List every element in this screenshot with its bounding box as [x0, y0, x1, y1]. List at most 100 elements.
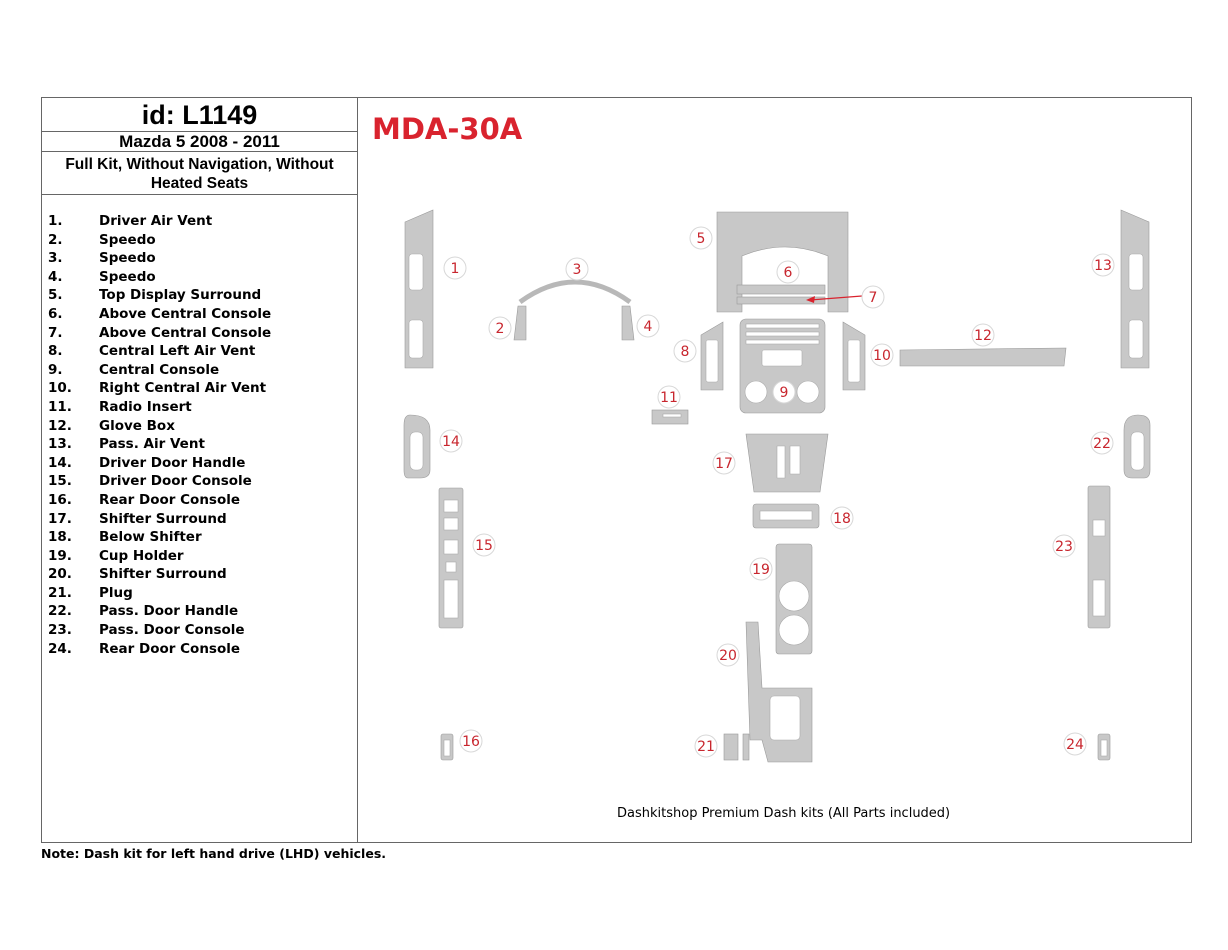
- part-15-switch-opening: [443, 579, 459, 619]
- part-number: 7.: [48, 324, 63, 341]
- parts-list-item: 1. Driver Air Vent: [48, 212, 271, 231]
- part-label-badge: [488, 316, 512, 340]
- parts-list-item: 6. Above Central Console: [48, 305, 271, 324]
- part-11-slot: [662, 413, 682, 418]
- part-label-badge: [772, 380, 796, 404]
- part-label: 6: [784, 265, 793, 281]
- part-label-badge: [439, 429, 463, 453]
- part-number: 22.: [48, 603, 72, 620]
- part-9-display-opening: [761, 349, 803, 367]
- parts-list-item: 22. Pass. Door Handle: [48, 602, 271, 621]
- part-number: 10.: [48, 380, 72, 397]
- parts-list-item: 21.Plug: [48, 584, 271, 603]
- part-name: Pass. Door Handle: [99, 603, 239, 620]
- part-2-speedo: [513, 305, 527, 341]
- parts-list-item: 19.Cup Holder: [48, 547, 271, 566]
- part-label: 1: [451, 261, 460, 277]
- part-22-handle-opening: [1130, 431, 1145, 471]
- parts-list-item: 9. Central Console: [48, 361, 271, 380]
- parts-list-item: 12. Glove Box: [48, 417, 271, 436]
- part-4-speedo: [621, 305, 635, 341]
- footer-caption: Dashkitshop Premium Dash kits (All Parts…: [617, 806, 951, 821]
- part-name: Top Display Surround: [99, 287, 262, 304]
- parts-list-item: 14. Driver Door Handle: [48, 454, 271, 473]
- part-name: Speedo: [99, 268, 156, 285]
- part-name: Pass. Door Console: [99, 622, 245, 639]
- part-name: Glove Box: [99, 417, 175, 434]
- part-number: 20.: [48, 566, 72, 583]
- part-name: Central Left Air Vent: [99, 343, 256, 360]
- part-label-badge: [830, 506, 854, 530]
- part-number: 14.: [48, 454, 72, 471]
- part-13-vent-opening: [1128, 319, 1144, 359]
- part-name: Driver Door Handle: [99, 454, 246, 471]
- part-label-badge: [694, 734, 718, 758]
- parts-list-item: 20.Shifter Surround: [48, 565, 271, 584]
- part-6-above-central-console: [736, 284, 826, 295]
- parts-list-item: 3.Speedo: [48, 249, 271, 268]
- part-label-badge: [636, 314, 660, 338]
- part-label-badge: [689, 226, 713, 250]
- part-20-opening: [769, 695, 801, 741]
- part-number: 6.: [48, 305, 63, 322]
- part-number: 19.: [48, 547, 72, 564]
- part-label-badge: [971, 323, 995, 347]
- part-label-badge: [657, 385, 681, 409]
- part-label: 5: [697, 231, 706, 247]
- parts-list-item: 13. Pass. Air Vent: [48, 435, 271, 454]
- part-15-switch-opening: [443, 499, 459, 513]
- part-label-badge: [565, 257, 589, 281]
- part-9-knob-left: [744, 380, 768, 404]
- part-7-pointer-arrow: [809, 295, 863, 301]
- part-21-plug: [723, 733, 739, 761]
- part-name: Rear Door Console: [99, 491, 241, 508]
- part-label: 20: [719, 648, 737, 664]
- part-number: 18.: [48, 529, 72, 546]
- part-8-vent-opening: [705, 339, 719, 383]
- part-name: Above Central Console: [99, 305, 272, 322]
- part-label: 2: [496, 321, 505, 337]
- part-name: Speedo: [99, 250, 156, 267]
- part-9-slot: [745, 339, 820, 345]
- kit-id: id: L1149: [42, 98, 357, 132]
- parts-list-item: 17.Shifter Surround: [48, 510, 271, 529]
- parts-list-item: 8.Central Left Air Vent: [48, 342, 271, 361]
- part-name: Driver Door Console: [99, 473, 252, 490]
- part-label: 21: [697, 739, 715, 755]
- part-label: 15: [475, 538, 493, 554]
- parts-list-item: 4.Speedo: [48, 268, 271, 287]
- part-number: 13.: [48, 436, 72, 453]
- part-label: 14: [442, 434, 460, 450]
- part-name: Rear Door Console: [99, 640, 241, 657]
- part-14-handle-opening: [409, 431, 424, 471]
- part-label-badge: [716, 643, 740, 667]
- part-shapes: [403, 209, 1151, 763]
- part-3-speedo: [518, 279, 632, 305]
- part-label: 4: [644, 319, 653, 335]
- part-name: Pass. Air Vent: [99, 436, 205, 453]
- part-name: Central Console: [99, 361, 220, 378]
- part-name: Driver Air Vent: [99, 213, 213, 229]
- part-number: 12.: [48, 417, 72, 434]
- part-7-above-central-console: [736, 296, 826, 305]
- part-1-vent-opening: [408, 319, 424, 359]
- part-15-switch-opening: [443, 517, 459, 531]
- parts-list-item: 23.Pass. Door Console: [48, 621, 271, 640]
- part-12-glove-box: [899, 347, 1067, 367]
- kit-sheet-frame: id: L1149 Mazda 5 2008 - 2011 Full Kit, …: [41, 97, 1192, 843]
- vehicle-model: Mazda 5 2008 - 2011: [42, 132, 357, 152]
- parts-list-item: 5.Top Display Surround: [48, 286, 271, 305]
- part-label: 16: [462, 734, 480, 750]
- part-number: 1.: [48, 213, 63, 229]
- part-15-switch-opening: [443, 539, 459, 555]
- part-label-badge: [1052, 534, 1076, 558]
- part-9-slot: [745, 323, 820, 329]
- part-label: 12: [974, 328, 992, 344]
- part-label: 17: [715, 456, 733, 472]
- part-label-badge: [870, 343, 894, 367]
- part-label-badge: [749, 557, 773, 581]
- part-number: 9.: [48, 361, 63, 378]
- part-label: 23: [1055, 539, 1073, 555]
